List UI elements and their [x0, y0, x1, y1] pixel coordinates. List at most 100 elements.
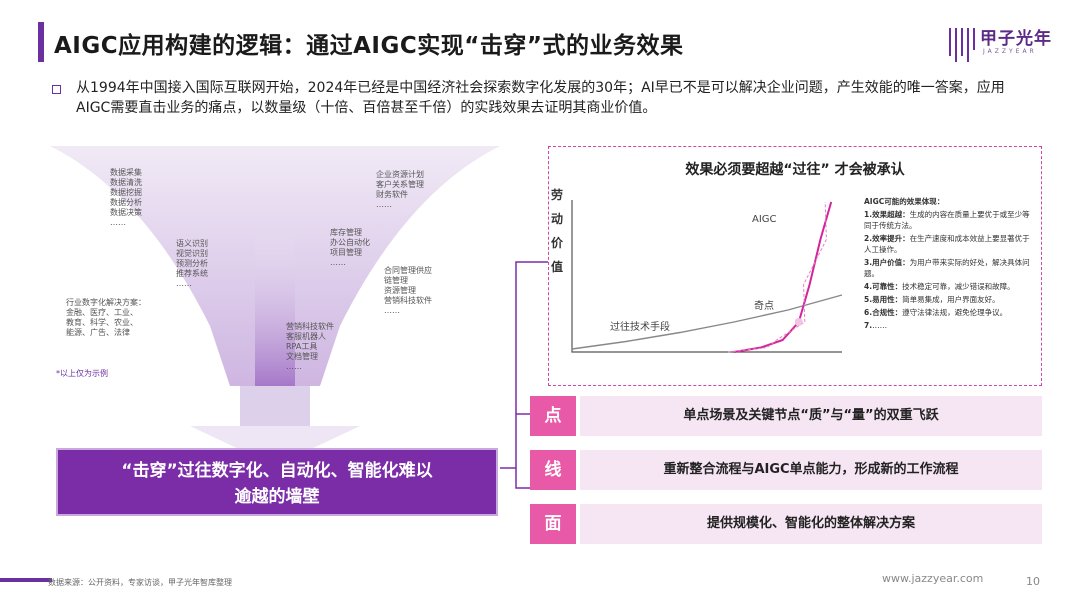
effect-item: 5.易用性：简单易集成，用户界面友好。 [864, 294, 1036, 305]
bullet-square-icon [52, 85, 61, 94]
effect-item: 2.效率提升：在生产速度和成本效益上要显著优于人工操作。 [864, 233, 1036, 255]
effect-value: 为用户带来实际的好处，解决具体问题。 [864, 258, 1030, 278]
penetrate-line-2: 逾越的墙壁 [234, 487, 320, 507]
singularity-label: 奇点 [754, 301, 774, 312]
effect-value: 简单易集成，用户界面友好。 [902, 295, 1000, 304]
example-note: *以上仅为示例 [56, 369, 108, 378]
past-tech-series-line [571, 294, 843, 350]
funnel-label: …… [176, 279, 192, 288]
funnel-label: 客服机器人 [286, 332, 326, 341]
industry-solutions: 行业数字化解决方案： 金融、医疗、工业、 教育、科学、农业、 能源、广告、法律 [66, 298, 166, 338]
chart-title: 效果必须要超越“过往” 才会被承认 [685, 162, 905, 178]
funnel-label: 资源管理 [384, 286, 416, 295]
funnel-label: 财务软件 [376, 190, 408, 199]
funnel-label: 预测分析 [176, 259, 208, 268]
aigc-series-line [733, 201, 833, 353]
funnel-label: 库存管理 [330, 228, 362, 237]
funnel-label: 数据决策 [110, 208, 142, 217]
funnel-label: 链管理 [384, 276, 408, 285]
funnel-label: 教育、科学、农业、 [66, 318, 138, 327]
aigc-helix-line [727, 201, 827, 353]
aigc-label: AIGC [752, 214, 777, 225]
funnel-label: 营销科技软件 [384, 296, 432, 305]
funnel-label: 数据分析 [110, 198, 142, 207]
funnel-label: RPA工具 [286, 342, 318, 351]
effect-chart-box: 效果必须要超越“过往” 才会被承认 [548, 146, 1042, 386]
effect-key: 5.易用性： [864, 295, 903, 304]
title-accent-bar [38, 22, 44, 62]
past-tech-label: 过往技术手段 [610, 322, 670, 333]
funnel-label: 营销科技软件 [286, 322, 334, 331]
connector-bracket [500, 261, 548, 489]
jazzyear-logo-icon [949, 28, 975, 62]
effect-item: 4.可靠性：技术稳定可靠，减少错误和故障。 [864, 281, 1036, 292]
marketing-group-list: 营销科技软件 客服机器人 RPA工具 文档管理 …… [286, 322, 334, 372]
funnel-label: 企业资源计划 [376, 170, 424, 179]
website-url[interactable]: www.jazzyear.com [882, 572, 984, 585]
funnel-label: 办公自动化 [330, 238, 370, 247]
penetrate-line-1: “击穿”过往数字化、自动化、智能化难以 [121, 461, 433, 481]
effect-item: 1.效果超越：生成的内容在质量上要优于或至少等同于传统方法。 [864, 209, 1036, 231]
surface-description: 提供规模化、智能化的整体解决方案 [580, 504, 1042, 544]
y-axis-char: 值 [551, 260, 564, 274]
effect-key: 6.合规性： [864, 308, 903, 317]
funnel-label: 数据挖掘 [110, 188, 142, 197]
funnel-label: 数据采集 [110, 168, 142, 177]
funnel-label: 文档管理 [286, 352, 318, 361]
nlp-group-list: 语义识别 视觉识别 预测分析 推荐系统 …… [176, 239, 208, 289]
effect-value: 技术稳定可靠，减少错误和故障。 [902, 282, 1015, 291]
funnel-label: 语义识别 [176, 239, 208, 248]
page-title: AIGC应用构建的逻辑：通过AIGC实现“击穿”式的业务效果 [54, 33, 684, 59]
funnel-label: …… [330, 258, 346, 267]
y-axis-char: 动 [551, 212, 564, 226]
effect-key: 2.效率提升： [864, 234, 910, 243]
effect-item: 6.合规性：遵守法律法规，避免伦理争议。 [864, 307, 1036, 318]
funnel-label: 视觉识别 [176, 249, 208, 258]
point-description: 单点场景及关键节点“质”与“量”的双重飞跃 [580, 396, 1042, 436]
funnel-label: …… [376, 200, 392, 209]
funnel-label: 项目管理 [330, 248, 362, 257]
funnel-label: 金融、医疗、工业、 [66, 308, 138, 317]
page-number: 10 [1026, 575, 1040, 588]
y-axis-char: 价 [551, 236, 564, 250]
funnel-label: 能源、广告、法律 [66, 328, 130, 337]
effect-key: 7. [864, 321, 873, 330]
effect-value: …… [872, 321, 888, 330]
chart-axes [571, 200, 842, 353]
funnel-label: …… [110, 218, 126, 227]
intro-paragraph: 从1994年中国接入国际互联网开始，2024年已经是中国经济社会探索数字化发展的… [76, 80, 1005, 116]
effect-key: 3.用户价值： [864, 258, 910, 267]
surface-tag: 面 [530, 504, 576, 544]
effect-value: 生成的内容在质量上要优于或至少等同于传统方法。 [864, 210, 1030, 230]
logo-subtitle: JAZZYEAR [983, 48, 1037, 55]
industry-title: 行业数字化解决方案： [66, 298, 146, 307]
data-source: 数据来源：公开资料，专家访谈，甲子光年智库整理 [48, 578, 232, 587]
footer-accent-bar [0, 578, 52, 582]
point-tag: 点 [530, 396, 576, 436]
funnel-label: 客户关系管理 [376, 180, 424, 189]
funnel-label: 推荐系统 [176, 269, 208, 278]
contract-group-list: 合同管理供应 链管理 资源管理 营销科技软件 …… [384, 266, 432, 316]
funnel-label: …… [286, 362, 302, 371]
line-tag: 线 [530, 450, 576, 490]
data-group-list: 数据采集 数据清洗 数据挖掘 数据分析 数据决策 …… [110, 168, 142, 228]
erp-group-list: 企业资源计划 客户关系管理 财务软件 …… [376, 170, 424, 210]
effects-list: AIGC可能的效果体现： 1.效果超越：生成的内容在质量上要优于或至少等同于传统… [864, 196, 1036, 333]
funnel-label: …… [384, 306, 400, 315]
effect-value: 遵守法律法规，避免伦理争议。 [902, 308, 1008, 317]
effects-heading: AIGC可能的效果体现： [864, 197, 945, 206]
effect-value: 在生产速度和成本效益上要显著优于人工操作。 [864, 234, 1030, 254]
penetrate-banner: “击穿”过往数字化、自动化、智能化难以 逾越的墙壁 [56, 448, 498, 516]
singularity-point [794, 318, 803, 326]
effect-key: 1.效果超越： [864, 210, 910, 219]
chart-plot [571, 200, 843, 353]
y-axis-char: 劳 [551, 188, 564, 202]
funnel-label: 合同管理供应 [384, 266, 432, 275]
line-description: 重新整合流程与AIGC单点能力，形成新的工作流程 [580, 450, 1042, 490]
effect-key: 4.可靠性： [864, 282, 903, 291]
effect-item: 3.用户价值：为用户带来实际的好处，解决具体问题。 [864, 257, 1036, 279]
warehouse-group-list: 库存管理 办公自动化 项目管理 …… [330, 228, 370, 268]
funnel-graphic [50, 146, 500, 466]
effect-item: 7.…… [864, 320, 1036, 331]
logo-name: 甲子光年 [980, 29, 1052, 49]
